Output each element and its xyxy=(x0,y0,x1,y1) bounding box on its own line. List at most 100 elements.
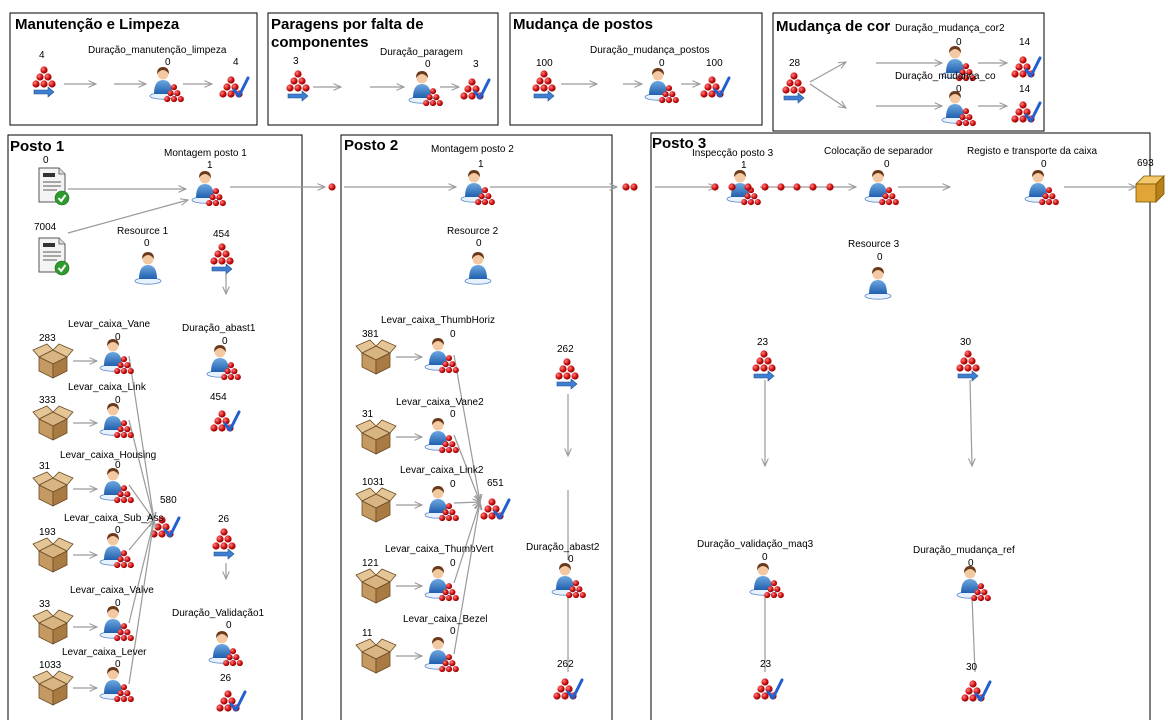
posto2-levar-label: Levar_caixa_Vane2 xyxy=(396,397,484,408)
posto3-title: Posto 3 xyxy=(652,135,706,152)
posto3-resource-label: Resource 3 xyxy=(848,239,900,250)
posto3-ref-sink-count: 30 xyxy=(966,662,978,673)
posto2-resource-count: 0 xyxy=(476,238,482,249)
posto3-registo-label: Registo e transporte da caixa xyxy=(967,146,1098,157)
mudanca-postos-source-count: 100 xyxy=(536,58,553,69)
manutencao-activity-count: 0 xyxy=(165,57,171,68)
mudanca-postos-activity-label: Duração_mudança_postos xyxy=(590,45,710,56)
section-title-paragens-2: componentes xyxy=(271,34,369,51)
posto1-doc2-count: 7004 xyxy=(34,222,57,233)
entity-dot xyxy=(777,183,785,191)
posto2-levar-count: 0 xyxy=(450,558,456,569)
posto3-maq-count: 0 xyxy=(762,552,768,563)
posto3-registo-count: 0 xyxy=(1041,159,1047,170)
section-title-mudanca-cor: Mudança de cor xyxy=(776,18,890,35)
section-manutencao xyxy=(9,12,258,126)
posto1-doc1-icon[interactable] xyxy=(38,167,70,206)
entity-dot xyxy=(809,183,817,191)
mudanca-cor-activity1-count: 0 xyxy=(956,37,962,48)
mudanca-cor-sink2-count: 14 xyxy=(1019,84,1031,95)
posto3-box xyxy=(650,132,1151,720)
posto1-doc1-count: 0 xyxy=(43,155,49,166)
section-mudanca-postos xyxy=(509,12,763,126)
posto2-levar-box-count: 121 xyxy=(362,558,379,569)
section-mudanca-cor xyxy=(772,12,1045,132)
paragens-source-count: 3 xyxy=(293,56,299,67)
paragens-sink-count: 3 xyxy=(473,59,479,70)
posto2-abast-count: 0 xyxy=(568,554,574,565)
posto2-abast-label: Duração_abast2 xyxy=(526,542,600,553)
posto2-merge-count: 651 xyxy=(487,478,504,489)
posto2-levar-count: 0 xyxy=(450,409,456,420)
posto2-levar-count: 0 xyxy=(450,479,456,490)
section-title-mudanca-postos: Mudança de postos xyxy=(513,16,653,33)
posto1-merge-count: 580 xyxy=(160,495,177,506)
posto1-levar-box-count: 283 xyxy=(39,333,56,344)
posto3-inspeccao-label: Inspecção posto 3 xyxy=(692,148,774,159)
manutencao-source-count: 4 xyxy=(39,50,45,61)
posto2-levar-label: Levar_caixa_Bezel xyxy=(403,614,488,625)
entity-dots xyxy=(328,183,834,191)
posto1-resource-label: Resource 1 xyxy=(117,226,169,237)
posto3-final-count: 693 xyxy=(1137,158,1154,169)
entity-dot xyxy=(744,183,752,191)
posto3-separador-count: 0 xyxy=(884,159,890,170)
posto1-levar-label: Levar_caixa_Housing xyxy=(60,450,156,461)
entity-dot xyxy=(826,183,834,191)
mudanca-cor-activity2-count: 0 xyxy=(956,84,962,95)
posto1-levar-count: 0 xyxy=(115,395,121,406)
posto1-resource-count: 0 xyxy=(144,238,150,249)
posto3-inspeccao-count: 1 xyxy=(741,160,747,171)
posto3-maq-source-count: 23 xyxy=(757,337,769,348)
posto2-levar-count: 0 xyxy=(450,626,456,637)
posto1-levar-label: Levar_caixa_Valve xyxy=(70,585,154,596)
posto1-title: Posto 1 xyxy=(10,138,64,155)
paragens-activity-count: 0 xyxy=(425,59,431,70)
posto1-levar-box-count: 31 xyxy=(39,461,51,472)
posto3-ref-label: Duração_mudança_ref xyxy=(913,545,1015,556)
posto2-levar-count: 0 xyxy=(450,329,456,340)
entity-dot xyxy=(622,183,630,191)
mudanca-cor-activity1-label: Duração_mudança_cor2 xyxy=(895,23,1005,34)
posto1-abast-label: Duração_abast1 xyxy=(182,323,256,334)
posto1-levar-box-count: 333 xyxy=(39,395,56,406)
posto1-valid-sink-count: 26 xyxy=(220,673,232,684)
posto3-final-box-icon[interactable] xyxy=(1135,175,1165,203)
posto1-levar-label: Levar_caixa_Link xyxy=(68,382,147,393)
mudanca-postos-sink-count: 100 xyxy=(706,58,723,69)
posto2-levar-label: Levar_caixa_ThumbHoriz xyxy=(381,315,495,326)
posto3-maq-label: Duração_validação_maq3 xyxy=(697,539,814,550)
posto3-separador-label: Colocação de separador xyxy=(824,146,934,157)
posto1-valid-source-count: 26 xyxy=(218,514,230,525)
entity-dot xyxy=(711,183,719,191)
posto2-abast-source-count: 262 xyxy=(557,344,574,355)
posto3-ref-source-count: 30 xyxy=(960,337,972,348)
posto1-levar-label: Levar_caixa_Lever xyxy=(62,647,147,658)
posto2-resource-label: Resource 2 xyxy=(447,226,499,237)
posto1-doc2-icon[interactable] xyxy=(38,237,70,276)
posto1-levar-count: 0 xyxy=(115,598,121,609)
section-paragens xyxy=(267,12,499,126)
posto1-abast-count: 0 xyxy=(222,336,228,347)
section-title-manutencao: Manutenção e Limpeza xyxy=(15,16,180,33)
entity-dot xyxy=(328,183,336,191)
posto3-resource-count: 0 xyxy=(877,252,883,263)
posto1-montagem-count: 1 xyxy=(207,160,213,171)
posto1-levar-count: 0 xyxy=(115,659,121,670)
posto3-maq-sink-count: 23 xyxy=(760,659,772,670)
posto3-ref-count: 0 xyxy=(968,558,974,569)
posto2-abast-sink-count: 262 xyxy=(557,659,574,670)
mudanca-cor-source-count: 28 xyxy=(789,58,801,69)
posto1-levar-label: Levar_caixa_Vane xyxy=(68,319,151,330)
manutencao-sink-count: 4 xyxy=(233,57,239,68)
entity-dot xyxy=(761,183,769,191)
posto1-levar-count: 0 xyxy=(115,525,121,536)
posto1-levar-count: 0 xyxy=(115,332,121,343)
manutencao-activity-label: Duração_manutenção_limpeza xyxy=(88,45,227,56)
posto1-abast-sink-count: 454 xyxy=(210,392,227,403)
mudanca-cor-activity2-label: Duração_mudança_co xyxy=(895,71,996,82)
posto2-levar-label: Levar_caixa_Link2 xyxy=(400,465,484,476)
